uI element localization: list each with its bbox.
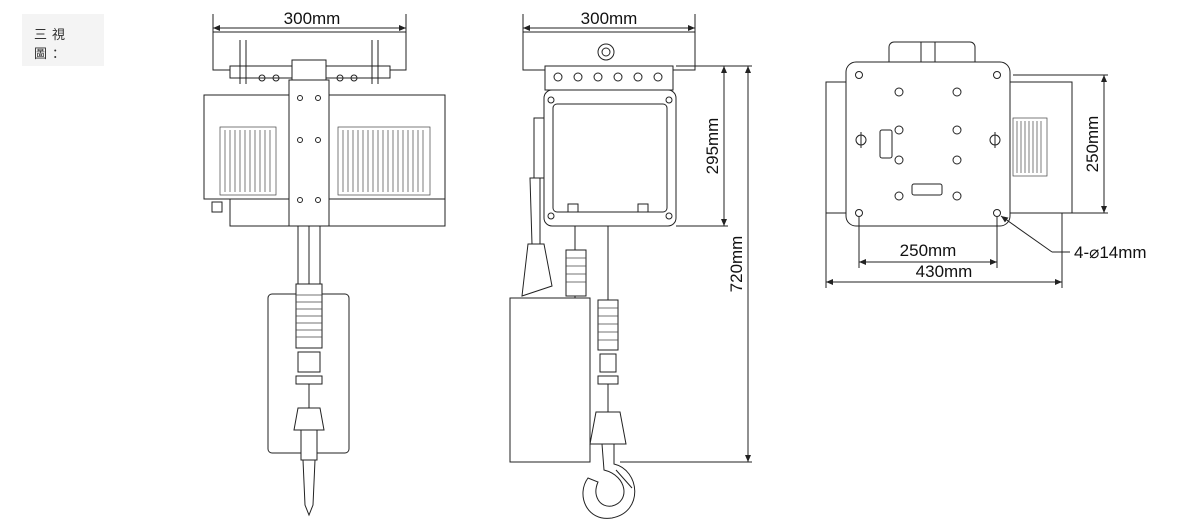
top-vertical-spacing-label: 250mm <box>1083 116 1102 173</box>
top-view: 250mm 250mm 430mm 4-⌀14mm <box>825 41 1147 288</box>
top-view-vent <box>1012 117 1048 177</box>
top-holes-label: 4-⌀14mm <box>1074 243 1147 262</box>
side-body-height-label: 295mm <box>703 118 722 175</box>
view-label-box: 三視圖： <box>22 14 104 66</box>
front-view: 300mm <box>203 9 446 517</box>
front-width-label: 300mm <box>284 9 341 28</box>
top-hole-spacing-label: 250mm <box>900 241 957 260</box>
front-right-vent <box>337 126 431 196</box>
side-width-label: 300mm <box>581 9 638 28</box>
side-view: 300mm 295mm 720mm <box>509 9 752 519</box>
top-overall-width-label: 430mm <box>916 262 973 281</box>
side-total-height-label: 720mm <box>727 236 746 293</box>
view-title: 三視圖： <box>34 28 71 62</box>
front-left-vent <box>219 126 277 196</box>
